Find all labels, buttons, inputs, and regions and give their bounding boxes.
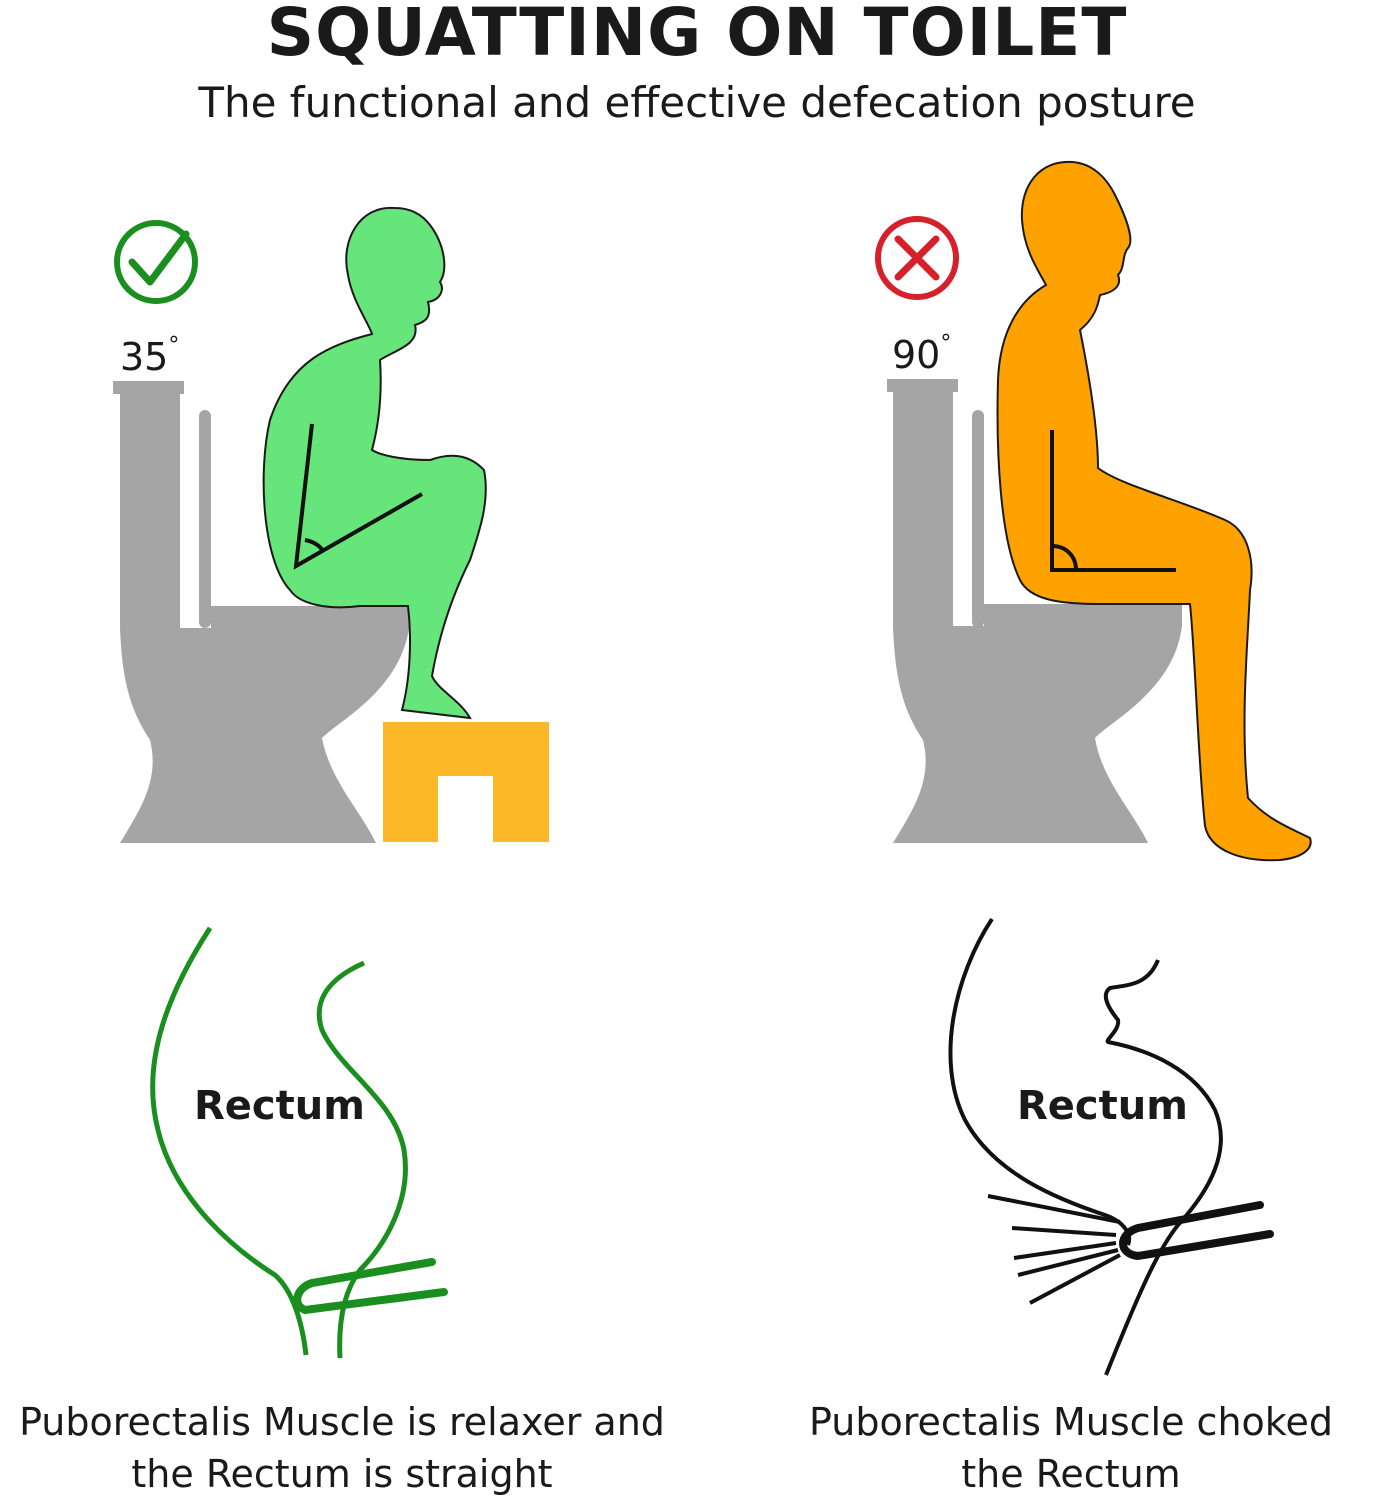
toilet-right [887, 379, 1182, 843]
angle-label-right: 90° [892, 324, 951, 375]
person-sitting [996, 160, 1312, 862]
caption-left-line1: Puborectalis Muscle is relaxer and [19, 1400, 665, 1444]
rectum-label-left: Rectum [194, 1083, 365, 1129]
angle-value-left: 35 [120, 335, 169, 379]
angle-marker-right [1050, 430, 1176, 572]
person-squatting [262, 206, 487, 720]
cross-icon [875, 216, 959, 300]
degree-symbol-left: ° [168, 333, 180, 358]
rectum-diagram-right [948, 917, 1274, 1376]
angle-value-right: 90 [892, 333, 941, 377]
footstool [383, 722, 549, 842]
page-subtitle: The functional and effective defecation … [198, 78, 1196, 127]
check-icon [114, 220, 198, 304]
rectum-diagram-left [150, 926, 448, 1359]
toilet-left [113, 381, 409, 843]
degree-symbol-right: ° [940, 331, 952, 356]
caption-right-line1: Puborectalis Muscle choked [809, 1400, 1333, 1444]
angle-label-left: 35° [120, 326, 179, 377]
caption-right: Puborectalis Muscle choked the Rectum [748, 1396, 1394, 1500]
angle-marker-left [293, 423, 423, 570]
caption-left-line2: the Rectum is straight [131, 1452, 553, 1496]
page-title: SQUATTING ON TOILET [266, 0, 1128, 71]
rectum-label-right: Rectum [1017, 1083, 1188, 1129]
caption-left: Puborectalis Muscle is relaxer and the R… [0, 1396, 702, 1500]
caption-right-line2: the Rectum [961, 1452, 1181, 1496]
